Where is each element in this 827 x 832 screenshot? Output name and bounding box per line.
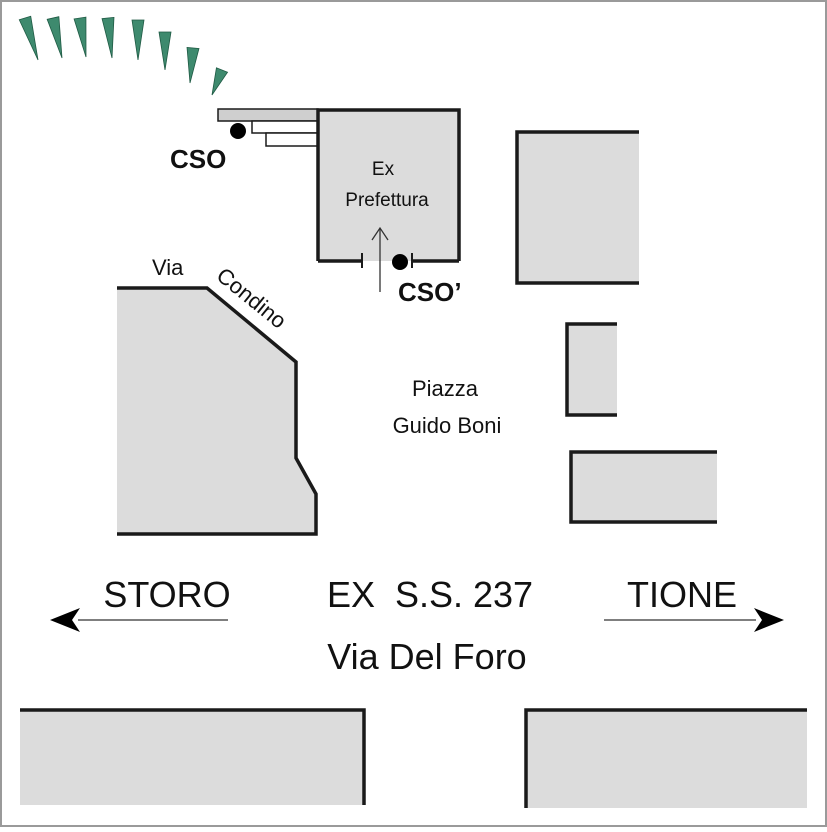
step-1 <box>217 108 319 122</box>
building-left-block-edge <box>117 286 318 536</box>
building-right-lower <box>569 450 717 524</box>
building-ex-prefettura <box>316 108 461 268</box>
grass-blade-5 <box>131 19 145 61</box>
entrance-steps <box>217 108 319 147</box>
direction-right-label: TIONE <box>627 574 737 615</box>
building-right-top-edge <box>515 130 639 285</box>
grass-blade-3 <box>73 16 87 58</box>
square-label-line1: Piazza <box>412 376 479 401</box>
building-right-middle <box>565 322 617 417</box>
building-left-block-fill <box>117 288 316 534</box>
station-cso-prime-marker-icon[interactable] <box>392 254 408 270</box>
grass-blade-7 <box>186 47 200 84</box>
road-name-label: Via Del Foro <box>327 636 526 677</box>
arrow-left-icon <box>50 608 228 632</box>
station-cso-prime-label[interactable]: CSO’ <box>398 277 462 307</box>
station-cso-label[interactable]: CSO <box>170 144 226 174</box>
building-right-top-fill <box>517 132 639 283</box>
grass-blade-4 <box>101 16 115 59</box>
building-right-middle-edge <box>565 322 617 417</box>
building-right-middle-fill <box>567 324 617 415</box>
grass-icon <box>18 15 229 96</box>
street-via-label: Via <box>152 255 184 280</box>
building-left-block <box>117 286 318 536</box>
grass-blade-1 <box>18 15 39 61</box>
building-right-lower-edge <box>569 450 717 524</box>
entrance-arrow-head <box>371 226 389 241</box>
arrow-left-head <box>50 608 80 632</box>
building-bottom-left-edge <box>20 708 366 805</box>
building-ex-prefettura-label-line1: Ex <box>372 159 395 180</box>
arrow-up-icon <box>371 226 389 292</box>
grass-blade-2 <box>46 16 63 59</box>
building-bottom-left <box>20 708 366 805</box>
arrow-right-head <box>754 608 784 632</box>
step-3 <box>265 132 319 147</box>
grass-blade-8 <box>211 67 229 96</box>
building-right-top <box>515 130 639 285</box>
building-right-lower-fill <box>571 452 717 522</box>
building-bottom-right <box>524 708 807 808</box>
grass-blade-6 <box>158 31 172 71</box>
arrow-right-icon <box>604 608 784 632</box>
building-bottom-right-edge <box>524 708 807 808</box>
building-bottom-right-fill <box>526 710 807 808</box>
building-ex-prefettura-edge <box>316 108 461 261</box>
building-bottom-left-fill <box>20 710 364 805</box>
building-ex-prefettura-fill <box>318 110 459 261</box>
building-ex-prefettura-label-line2: Prefettura <box>345 190 429 211</box>
square-label-line2: Guido Boni <box>393 413 502 438</box>
direction-left-label: STORO <box>103 574 230 615</box>
station-cso-marker-icon[interactable] <box>230 123 246 139</box>
road-code-label: EX S.S. 237 <box>327 574 533 615</box>
step-2 <box>251 120 319 134</box>
